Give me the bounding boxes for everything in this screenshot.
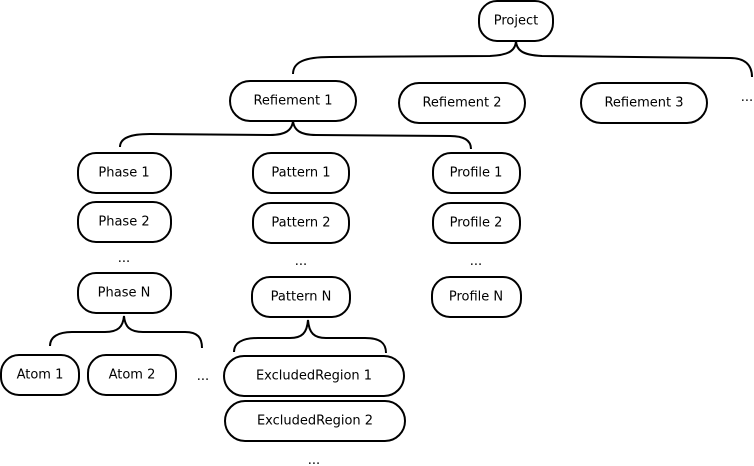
refinement-2-label: Refiement 2: [422, 96, 501, 111]
excluded-region-2-label: ExcludedRegion 2: [257, 414, 373, 429]
profile-1-node: Profile 1: [432, 152, 521, 194]
atom-1-node: Atom 1: [0, 354, 80, 396]
phase-ellipsis: ...: [118, 251, 130, 266]
pattern-n-node: Pattern N: [251, 276, 351, 318]
pattern-2-node: Pattern 2: [252, 202, 350, 244]
refinement-1-node: Refiement 1: [229, 80, 357, 122]
excluded-region-ellipsis: ...: [308, 453, 320, 466]
atom-ellipsis: ...: [197, 369, 209, 384]
profile-n-label: Profile N: [449, 290, 503, 305]
refinement-2-node: Refiement 2: [398, 82, 526, 124]
pattern-ellipsis: ...: [295, 254, 307, 269]
pattern-n-label: Pattern N: [271, 290, 332, 305]
pattern-1-node: Pattern 1: [252, 152, 350, 194]
atom-2-node: Atom 2: [87, 354, 177, 396]
profile-1-label: Profile 1: [450, 166, 503, 181]
refinement-1-children-brace: [119, 120, 472, 150]
refinement-ellipsis: ...: [741, 90, 753, 105]
pattern-1-label: Pattern 1: [271, 166, 330, 181]
phase-2-node: Phase 2: [77, 201, 172, 243]
profile-2-label: Profile 2: [450, 216, 503, 231]
phase-n-children-brace: [49, 315, 203, 349]
profile-ellipsis: ...: [470, 254, 482, 269]
atom-2-label: Atom 2: [109, 368, 156, 383]
pattern-n-children-brace: [233, 319, 387, 354]
phase-1-label: Phase 1: [98, 166, 149, 181]
atom-1-label: Atom 1: [17, 368, 64, 383]
excluded-region-1-node: ExcludedRegion 1: [223, 355, 405, 397]
phase-1-node: Phase 1: [77, 152, 172, 194]
profile-2-node: Profile 2: [432, 202, 521, 244]
refinement-1-label: Refiement 1: [253, 94, 332, 109]
refinement-3-node: Refiement 3: [580, 82, 708, 124]
refinement-3-label: Refiement 3: [604, 96, 683, 111]
phase-2-label: Phase 2: [98, 215, 149, 230]
phase-n-node: Phase N: [77, 272, 172, 314]
profile-n-node: Profile N: [431, 276, 522, 318]
project-node: Project: [478, 0, 554, 42]
project-children-brace: [292, 39, 753, 78]
excluded-region-2-node: ExcludedRegion 2: [224, 400, 406, 442]
project-label: Project: [494, 14, 538, 29]
pattern-2-label: Pattern 2: [271, 216, 330, 231]
excluded-region-1-label: ExcludedRegion 1: [256, 369, 372, 384]
phase-n-label: Phase N: [98, 286, 151, 301]
